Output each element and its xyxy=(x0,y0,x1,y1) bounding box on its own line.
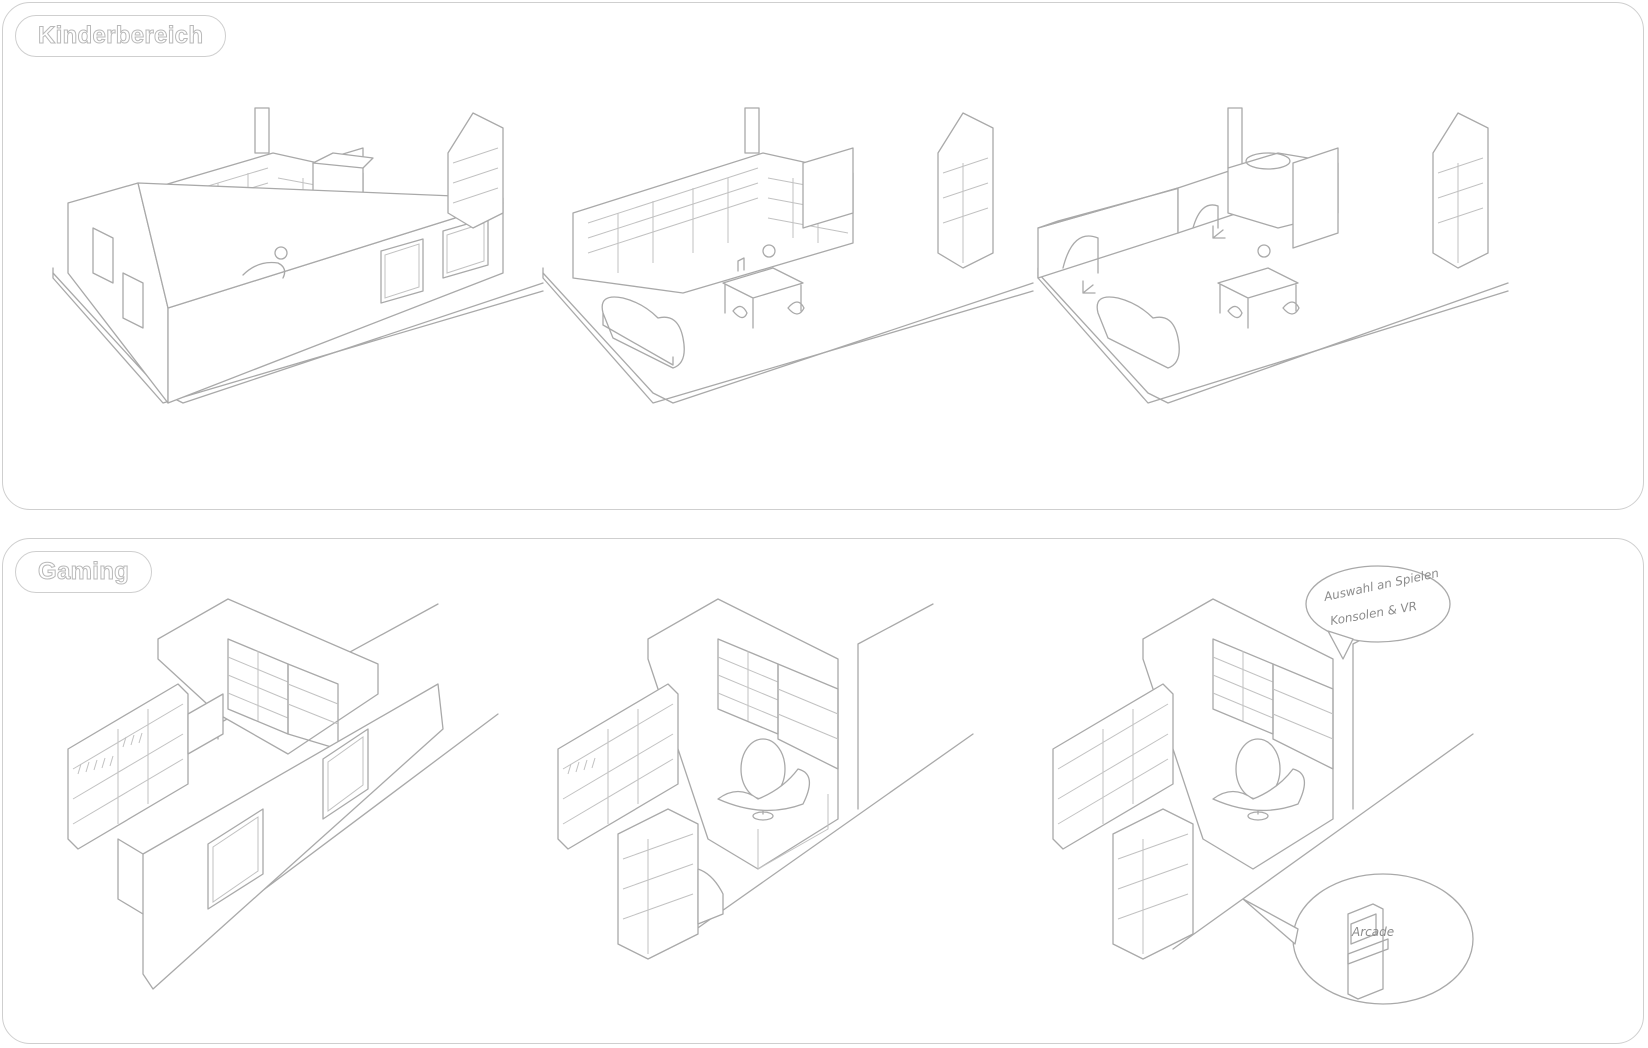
left-bookshelf xyxy=(67,683,189,850)
front-bookshelf xyxy=(1112,808,1194,960)
back-bookshelf xyxy=(717,638,839,770)
section-label-kinderbereich: Kinderbereich xyxy=(15,15,227,57)
table-with-chairs xyxy=(1217,244,1300,329)
cloud-sofa xyxy=(1096,296,1180,369)
child-figure xyxy=(242,246,288,279)
play-platform xyxy=(1227,147,1339,249)
arrow-icon xyxy=(1082,280,1096,294)
lounge-seat xyxy=(697,868,724,925)
kinder-scene-2 xyxy=(542,107,1034,404)
arcade-machine-icon: Arcade xyxy=(1347,903,1394,1000)
lounge-seat xyxy=(1212,768,1305,812)
kinder-scene-1 xyxy=(52,107,544,404)
front-bookshelf xyxy=(617,808,699,960)
section-title: Kinderbereich xyxy=(37,22,204,50)
window-large xyxy=(207,808,264,910)
window-front-mid xyxy=(380,238,424,304)
open-door xyxy=(187,693,224,755)
arcade-screen-label: Arcade xyxy=(1351,925,1394,939)
speech-bubble-games: Auswahl an Spielen Konsolen & VR xyxy=(1305,565,1451,660)
table-with-chairs xyxy=(722,244,805,329)
gaming-scene-3: Auswahl an Spielen Konsolen & VR Arcade xyxy=(1052,565,1474,1005)
gaming-scene-2 xyxy=(557,598,974,960)
gaming-panel: Gaming xyxy=(2,538,1644,1044)
lounge-seat xyxy=(717,768,810,812)
left-bookshelf xyxy=(1052,683,1174,850)
play-tunnel xyxy=(1037,167,1239,279)
window-front-left xyxy=(122,272,144,329)
section-label-gaming: Gaming xyxy=(15,551,153,593)
gaming-scene-1 xyxy=(67,598,499,990)
back-bookshelf xyxy=(1212,638,1334,770)
freestanding-shelf xyxy=(447,112,504,229)
arrow-icon xyxy=(1212,225,1226,239)
freestanding-shelf xyxy=(937,112,994,269)
cloud-sofa xyxy=(601,296,685,369)
section-title: Gaming xyxy=(37,558,130,586)
window-small xyxy=(322,728,369,820)
speech-bubble-arcade: Arcade xyxy=(1242,873,1474,1005)
left-bookshelf xyxy=(557,683,679,850)
kinderbereich-panel: Kinderbereich xyxy=(2,2,1644,510)
kinder-scene-3 xyxy=(1037,107,1509,404)
egg-chair xyxy=(740,738,786,821)
freestanding-shelf xyxy=(1432,112,1489,269)
